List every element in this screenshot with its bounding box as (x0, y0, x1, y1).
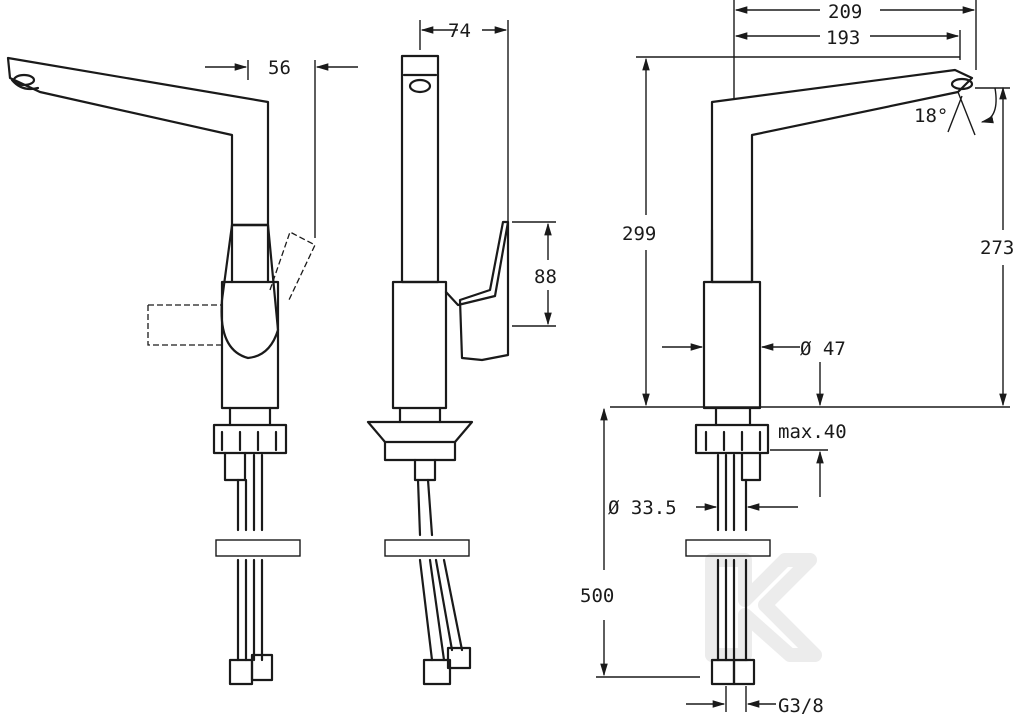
side-spout (400, 54, 440, 284)
dim-88: 88 (534, 266, 557, 288)
dim-diameter-33-5: Ø 33.5 (608, 497, 677, 519)
side-lever (444, 220, 510, 362)
dim-193: 193 (826, 27, 860, 49)
right-view (685, 68, 974, 686)
side-body (391, 280, 448, 410)
dim-273: 273 (980, 237, 1014, 259)
dim-thread-g3-8: G3/8 (778, 695, 824, 717)
dim-diameter-47: Ø 47 (800, 338, 846, 360)
front-view (6, 56, 316, 686)
dim-56: 56 (268, 57, 291, 79)
dimension-lines (205, 0, 1010, 712)
dim-max-40: max.40 (778, 421, 847, 443)
dim-209: 209 (828, 1, 862, 23)
dim-500: 500 (580, 585, 614, 607)
side-view (366, 54, 510, 686)
front-lever (220, 223, 280, 360)
front-body (220, 280, 280, 410)
dim-18-deg: 18° (914, 105, 948, 127)
right-body (702, 280, 762, 410)
front-spout (6, 56, 270, 227)
dim-74: 74 (448, 20, 471, 42)
watermark-logo (705, 553, 822, 662)
dim-299: 299 (622, 223, 656, 245)
